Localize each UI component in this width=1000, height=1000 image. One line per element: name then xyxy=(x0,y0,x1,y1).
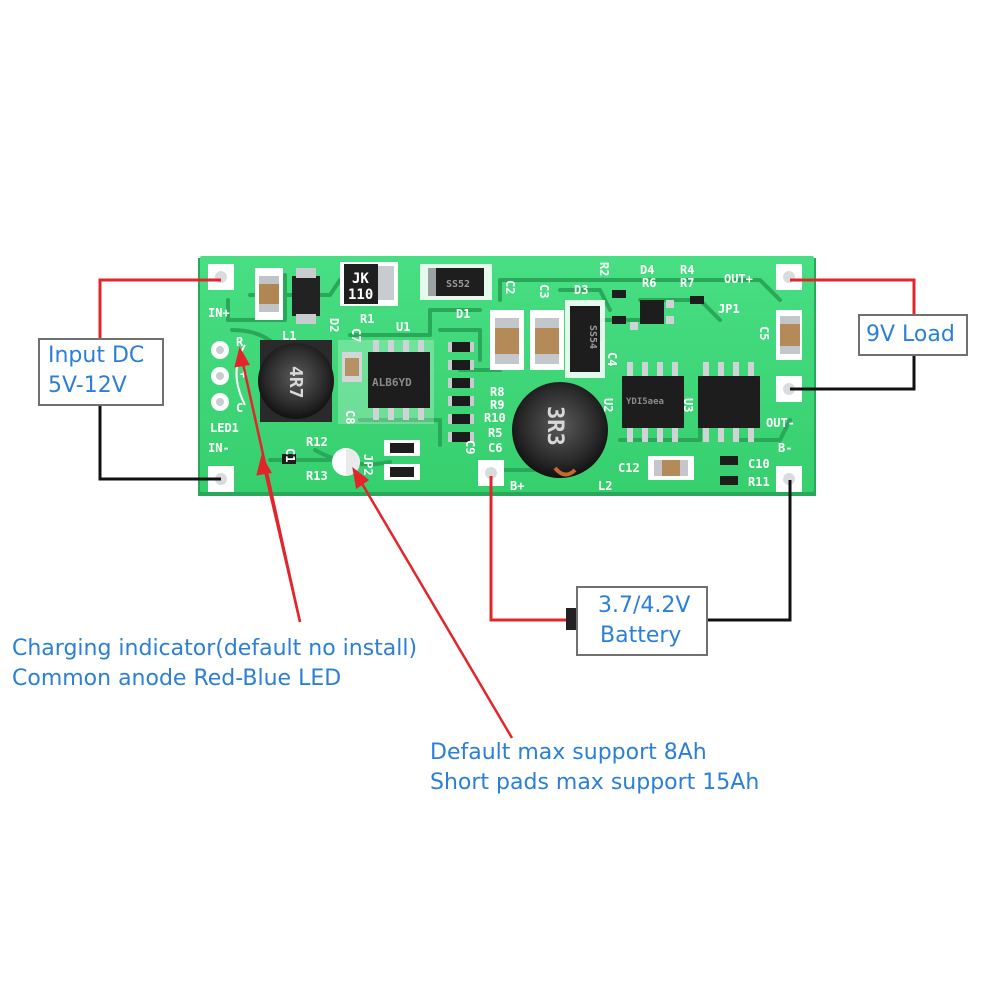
svg-text:R10: R10 xyxy=(484,411,506,425)
silkscreen-labels: IN+ IN- LED1 R + C OUT+ OUT- B- B+ R1 U1… xyxy=(208,263,795,493)
silk-out-plus: OUT+ xyxy=(724,272,753,286)
svg-text:R11: R11 xyxy=(748,475,770,489)
silk-b-minus: B- xyxy=(778,441,792,455)
svg-text:U2: U2 xyxy=(601,398,615,412)
svg-text:SS52: SS52 xyxy=(446,279,470,290)
svg-text:R13: R13 xyxy=(306,469,328,483)
silk-in-minus: IN- xyxy=(208,441,230,455)
callout-arrows xyxy=(234,346,514,739)
svg-text:U1: U1 xyxy=(396,320,410,334)
pads-callout-line2: Short pads max support 15Ah xyxy=(430,770,760,795)
svg-text:L1: L1 xyxy=(282,329,296,343)
input-callout-box xyxy=(38,338,164,406)
svg-text:C7: C7 xyxy=(349,328,363,342)
silk-led1: LED1 xyxy=(210,421,239,435)
arrow-jp2 xyxy=(352,469,514,739)
svg-text:JP1: JP1 xyxy=(718,302,740,316)
led-callout-line1: Charging indicator(default no install) xyxy=(12,636,418,661)
wire-input-positive xyxy=(98,278,221,338)
svg-text:R2: R2 xyxy=(597,262,611,276)
svg-text:R5: R5 xyxy=(488,426,502,440)
wire-battery-negative xyxy=(708,480,792,622)
d2-diode xyxy=(292,268,320,324)
inductor-l1 xyxy=(258,340,334,422)
ss52-diode xyxy=(420,264,492,300)
pads-callout-line1: Default max support 8Ah xyxy=(430,740,707,765)
cap-c5 xyxy=(776,310,802,360)
chip-u2 xyxy=(622,362,684,442)
pcb-board: IN+ IN- LED1 R + C OUT+ OUT- B- B+ R1 U1… xyxy=(198,256,816,496)
cap-c12 xyxy=(648,456,738,485)
svg-text:D3: D3 xyxy=(574,283,588,297)
component-markings: JK 110 ALB6YD YDI5aea SS52 SS54 4R7 3R3 xyxy=(285,271,664,446)
svg-text:JK: JK xyxy=(352,271,369,287)
svg-text:R12: R12 xyxy=(306,435,328,449)
svg-text:R6: R6 xyxy=(642,276,656,290)
silk-r: R xyxy=(236,335,244,349)
silk-in-plus: IN+ xyxy=(208,306,230,320)
svg-text:C8: C8 xyxy=(343,410,357,424)
svg-text:D1: D1 xyxy=(456,307,470,321)
cap-c1 xyxy=(255,268,283,320)
input-callout-line1: Input DC xyxy=(48,343,145,368)
corner-pads xyxy=(208,264,802,492)
svg-text:C2: C2 xyxy=(503,280,517,294)
svg-text:L2: L2 xyxy=(598,479,612,493)
svg-text:C3: C3 xyxy=(537,284,551,298)
svg-text:SS54: SS54 xyxy=(587,325,598,349)
svg-text:C10: C10 xyxy=(748,457,770,471)
svg-text:R8: R8 xyxy=(490,385,504,399)
svg-text:JP2: JP2 xyxy=(361,454,375,476)
svg-text:C9: C9 xyxy=(463,440,477,454)
resistor-stack xyxy=(452,342,470,442)
silk-b-plus: B+ xyxy=(510,479,524,493)
svg-text:4R7: 4R7 xyxy=(285,366,306,399)
svg-text:R9: R9 xyxy=(490,398,504,412)
wire-load-positive xyxy=(790,278,916,316)
svg-text:110: 110 xyxy=(348,287,373,303)
jk-transistor xyxy=(340,262,398,306)
svg-text:ALB6YD: ALB6YD xyxy=(372,376,412,389)
wire-input-negative xyxy=(98,404,221,481)
battery-callout-line2: Battery xyxy=(600,623,682,648)
silk-out-minus: OUT- xyxy=(766,416,795,430)
silk-c: C xyxy=(236,401,243,415)
caps-c2-c3 xyxy=(490,310,564,370)
silk-plus: + xyxy=(240,367,247,381)
svg-text:R1: R1 xyxy=(360,312,374,326)
inductor-l2 xyxy=(512,382,608,478)
chip-u3 xyxy=(698,362,760,442)
wire-battery-positive xyxy=(489,476,568,622)
svg-text:D4: D4 xyxy=(640,263,654,277)
load-callout-box xyxy=(858,314,968,356)
led-pads xyxy=(211,341,246,411)
small-transistor xyxy=(612,290,704,330)
battery-callout-box xyxy=(576,586,708,656)
svg-text:U3: U3 xyxy=(681,398,695,412)
svg-text:C1: C1 xyxy=(283,448,297,462)
svg-text:C5: C5 xyxy=(757,326,771,340)
svg-text:R7: R7 xyxy=(680,276,694,290)
led-callout-line2: Common anode Red-Blue LED xyxy=(12,666,342,691)
svg-text:D2: D2 xyxy=(327,318,341,332)
load-callout-label: 9V Load xyxy=(866,322,955,347)
svg-text:3R3: 3R3 xyxy=(542,406,567,446)
input-callout-line2: 5V-12V xyxy=(48,373,127,398)
svg-text:C12: C12 xyxy=(618,461,640,475)
battery-callout-line1: 3.7/4.2V xyxy=(598,593,691,618)
ss54-diode xyxy=(565,300,605,378)
svg-text:R4: R4 xyxy=(680,263,694,277)
chip-u1 xyxy=(338,340,434,424)
wire-load-negative xyxy=(790,354,916,391)
svg-text:C6: C6 xyxy=(488,441,502,455)
arrow-led-2 xyxy=(260,457,302,623)
svg-text:C4: C4 xyxy=(605,352,619,366)
wires xyxy=(98,278,916,622)
battery-terminal xyxy=(566,608,576,630)
svg-text:YDI5aea: YDI5aea xyxy=(626,397,664,407)
